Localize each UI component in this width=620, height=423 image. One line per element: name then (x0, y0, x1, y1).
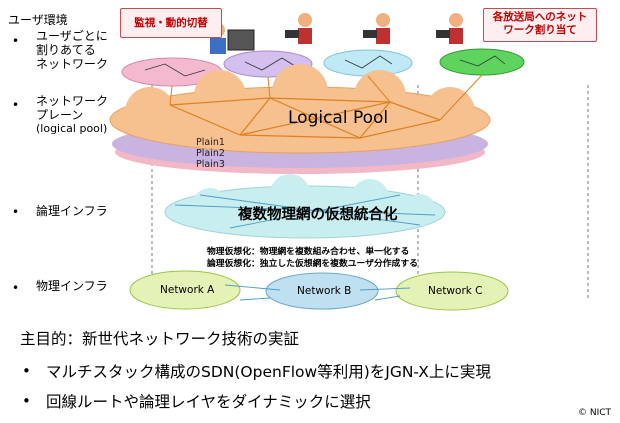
bullet: • (22, 392, 31, 410)
network-plane-line: ネットワーク (36, 94, 109, 108)
camera-operator-icon (363, 13, 390, 44)
copyright: © NICT (578, 408, 612, 418)
camera-operator-icon (285, 13, 312, 44)
plain-label: Plain2 (196, 148, 225, 159)
bullet: • (12, 98, 20, 112)
physical-links (224, 284, 411, 301)
virtualization-note: 論理仮想化：独立した仮想網を複数ユーザ分作成する (207, 259, 418, 269)
network-plane-line: プレーン (36, 108, 84, 122)
user-network-cyan (323, 49, 413, 77)
network-b-label: Network B (297, 285, 352, 297)
network-plane-label: ネットワーク プレーン (logical pool) (36, 94, 108, 136)
camera-operator-icon (436, 13, 463, 44)
pool-mesh (169, 97, 441, 139)
network-plane-line: (logical pool) (36, 122, 108, 135)
network-a-label: Network A (160, 284, 215, 296)
user-env-label: ユーザ環境 (8, 13, 68, 27)
network-b-cloud (265, 272, 379, 310)
monitor-callout: 監視・動的切替 (120, 8, 222, 38)
network-c-label: Network C (428, 285, 483, 297)
plain-label: Plain1 (196, 137, 225, 148)
user-network-green (439, 48, 525, 76)
bottom-bullet: マルチスタック構成のSDN(OpenFlow等利用)をJGN-X上に実現 (46, 363, 491, 381)
broadcast-callout-line: 各放送局へのネット (492, 11, 588, 23)
logical-infra-label: 論理インフラ (36, 204, 108, 218)
bullet: • (12, 34, 20, 48)
main-purpose: 主目的：新世代ネットワーク技術の実証 (20, 330, 300, 348)
logical-infra-links (174, 194, 436, 229)
user-network-links (144, 55, 506, 77)
network-a-cloud (129, 270, 241, 310)
virtual-integration-label: 複数物理網の仮想統合化 (238, 207, 398, 223)
physical-infra-label: 物理インフラ (36, 279, 108, 293)
bullet: • (12, 205, 20, 219)
bullet: • (12, 281, 20, 295)
per-user-net-line: ネットワーク (36, 57, 109, 71)
bullet: • (22, 362, 31, 380)
bottom-bullet: 回線ルートや論理レイヤをダイナミックに選択 (46, 393, 371, 411)
logical-infra-cloud (164, 174, 446, 239)
user-to-pool-lines (169, 74, 483, 121)
logical-pool-title: Logical Pool (288, 108, 389, 128)
plain-label: Plain3 (196, 159, 225, 170)
broadcast-callout: 各放送局へのネット ワーク割り当て (483, 8, 597, 42)
network-c-cloud (395, 271, 509, 311)
per-user-net-line: ユーザごとに (36, 29, 108, 43)
virtualization-note: 物理仮想化：物理網を複数組み合わせ、単一化する (207, 247, 410, 257)
broadcast-callout-line: ワーク割り当て (503, 24, 577, 36)
per-user-net-line: 割りあてる (36, 43, 96, 57)
per-user-net-label: ユーザごとに 割りあてる ネットワーク (36, 29, 108, 71)
